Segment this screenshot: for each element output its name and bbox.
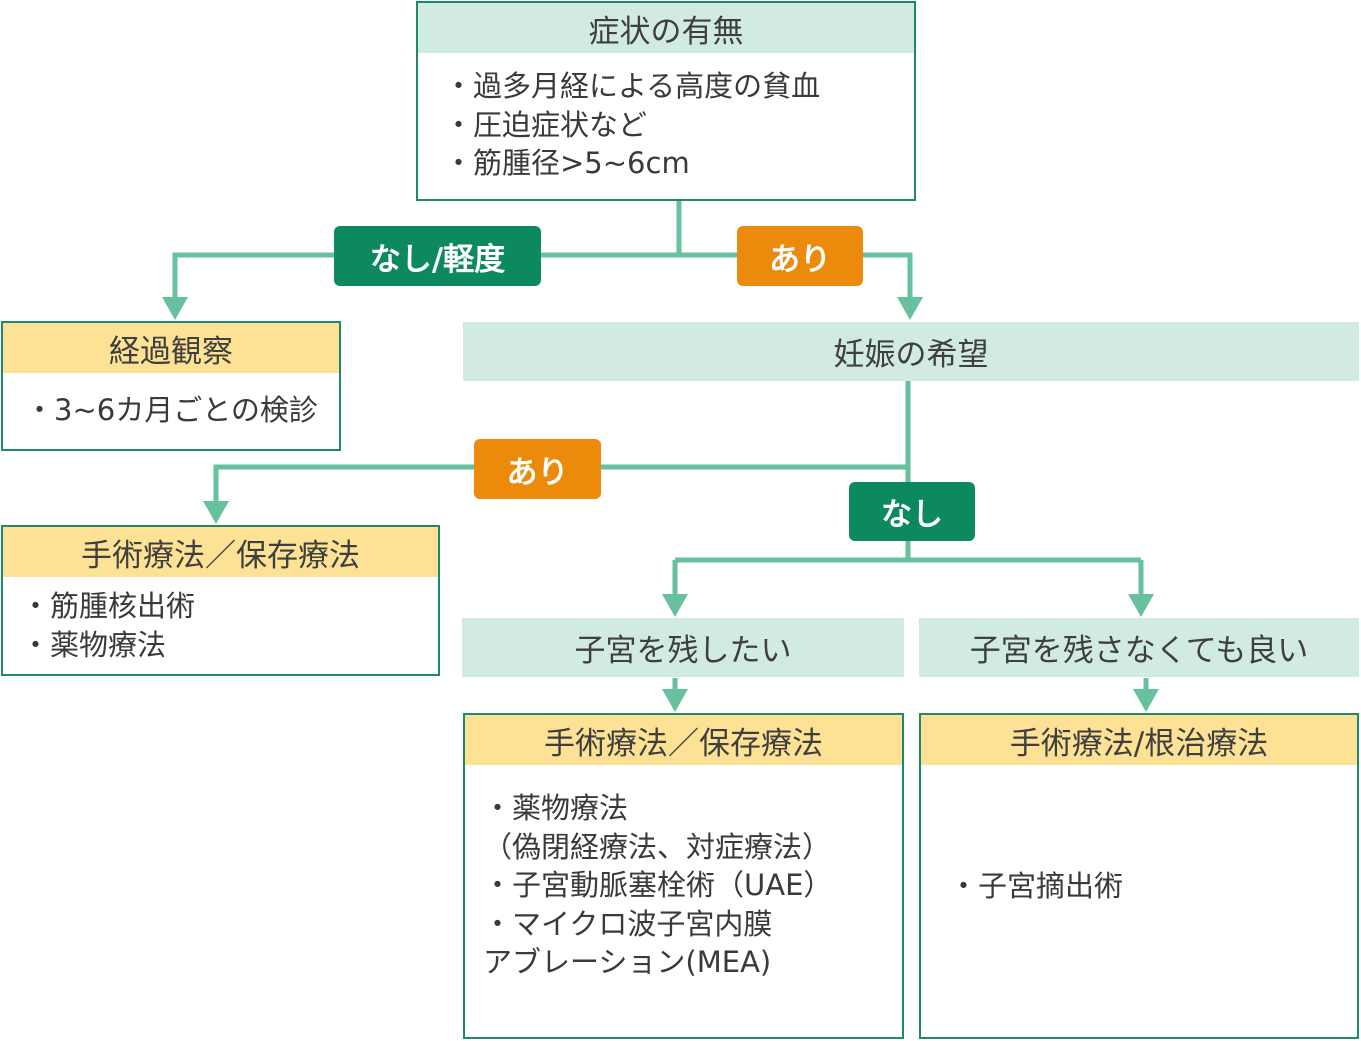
mid-treatment-box: 手術療法／保存療法 ・薬物療法 （偽閉経療法、対症療法） ・子宮動脈塞栓術（UA…	[463, 713, 904, 1039]
no-keep-uterus-band: 子宮を残さなくても良い	[919, 618, 1359, 677]
left-treatment-box: 手術療法／保存療法 ・筋腫核出術 ・薬物療法	[1, 525, 440, 676]
right-treatment-title: 手術療法/根治療法	[921, 715, 1357, 765]
observation-item: ・3~6カ月ごとの検診	[25, 393, 318, 427]
mid-treatment-list: ・薬物療法 （偽閉経療法、対症療法） ・子宮動脈塞栓術（UAE） ・マイクロ波子…	[483, 789, 832, 982]
arrowhead-left-treatment	[203, 501, 229, 524]
right-treatment-item: ・子宮摘出術	[949, 869, 1124, 903]
mid-treatment-item: アブレーション(MEA)	[483, 945, 772, 979]
observation-title: 経過観察	[3, 323, 339, 373]
pregnancy-wish-band: 妊娠の希望	[463, 322, 1359, 381]
observation-list: ・3~6カ月ごとの検診	[25, 391, 318, 430]
observation-box: 経過観察 ・3~6カ月ごとの検診	[1, 321, 341, 451]
symptoms-list: ・過多月経による高度の貧血 ・圧迫症状など ・筋腫径>5~6cm	[444, 67, 820, 183]
keep-uterus-band: 子宮を残したい	[462, 618, 904, 677]
left-treatment-list: ・筋腫核出術 ・薬物療法	[21, 587, 195, 664]
tag-no-pregnancy: なし	[849, 482, 975, 541]
arrowhead-nokeep-treatment	[1133, 689, 1159, 712]
tag-yes-symptoms: あり	[737, 226, 863, 286]
symptoms-box: 症状の有無 ・過多月経による高度の貧血 ・圧迫症状など ・筋腫径>5~6cm	[416, 1, 916, 201]
tag-none-mild: なし/軽度	[334, 226, 541, 286]
arrowhead-nokeep	[1128, 594, 1154, 617]
right-treatment-list: ・子宮摘出術	[949, 867, 1123, 906]
arrowhead-pregnancy	[897, 297, 923, 320]
arrowhead-observation	[162, 297, 188, 320]
symptom-item: ・圧迫症状など	[444, 107, 648, 142]
mid-treatment-item: ・マイクロ波子宮内膜	[483, 906, 773, 941]
connector-to-left-treatment	[213, 464, 908, 503]
mid-treatment-item: ・子宮動脈塞栓術（UAE）	[483, 868, 833, 902]
mid-treatment-title: 手術療法／保存療法	[465, 715, 902, 765]
left-treatment-item: ・筋腫核出術	[21, 589, 196, 623]
symptoms-title: 症状の有無	[418, 3, 914, 53]
arrowhead-keep	[662, 594, 688, 617]
right-treatment-box: 手術療法/根治療法 ・子宮摘出術	[919, 713, 1359, 1039]
mid-treatment-item: （偽閉経療法、対症療法）	[483, 829, 832, 864]
arrowhead-keep-treatment	[662, 689, 688, 712]
left-treatment-item: ・薬物療法	[21, 627, 167, 662]
mid-treatment-item: ・薬物療法	[483, 791, 629, 825]
symptom-item: ・過多月経による高度の貧血	[444, 69, 821, 103]
left-treatment-title: 手術療法／保存療法	[3, 527, 438, 577]
tag-yes-pregnancy: あり	[474, 439, 601, 499]
symptom-item: ・筋腫径>5~6cm	[444, 146, 690, 180]
